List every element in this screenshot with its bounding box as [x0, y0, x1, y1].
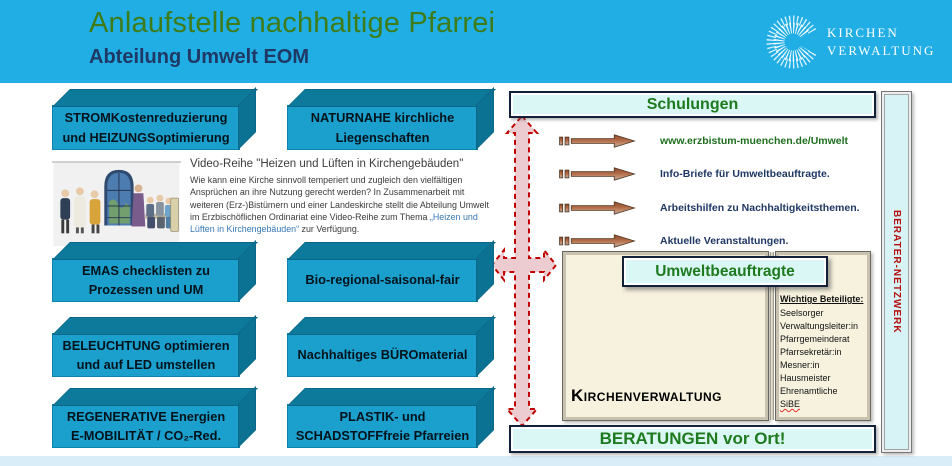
right-arrow-icon: [559, 167, 636, 182]
berater-netzwerk-strip: BERATER-NETZWERK: [881, 91, 912, 453]
video-title: Video-Reihe "Heizen und Lüften in Kirche…: [190, 158, 464, 170]
exchange-arrow: [490, 114, 558, 428]
umweltbeauftragte-box: Umweltbeauftragte: [622, 256, 828, 287]
right-arrow-icon: [559, 234, 636, 249]
link-row-website: www.erzbistum-muenchen.de/Umwelt: [558, 124, 878, 158]
topic-box-bio: Bio-regional-saisonal-fair: [287, 258, 478, 302]
beteiligte-list: Wichtige Beteiligte: Seelsorger Verwaltu…: [780, 293, 868, 411]
list-item: Pfarrsekretär:in: [780, 347, 842, 357]
page-title: Anlaufstelle nachhaltige Pfarrei: [89, 7, 496, 39]
right-arrow-icon: [559, 133, 636, 148]
schulungen-links: www.erzbistum-muenchen.de/Umwelt Info-Br…: [558, 124, 878, 258]
schulungen-label: Schulungen: [646, 95, 739, 113]
schulungen-box: Schulungen: [509, 91, 876, 118]
topic-box-buero: Nachhaltiges BÜROmaterial: [287, 333, 478, 377]
list-item-sibe: SiBE: [780, 399, 801, 409]
link-row-infobriefe: Info-Briefe für Umweltbeauftragte.: [558, 158, 878, 192]
beratungen-label: BERATUNGEN vor Ort!: [599, 429, 786, 448]
list-item: Seelsorger: [780, 308, 824, 318]
bottom-strip: [0, 456, 952, 466]
list-item: Verwaltungsleiter:in: [780, 321, 859, 331]
umweltbeauftragte-label: Umweltbeauftragte: [655, 262, 795, 280]
logo-wordmark: KIRCHEN VERWALTUNG: [827, 24, 936, 58]
video-link[interactable]: „Heizen und Lüften in Kirchengebäuden“: [190, 211, 478, 235]
panel-fold-divider: [770, 252, 774, 420]
list-item: Ehrenamtliche: [780, 386, 838, 396]
header-banner: Anlaufstelle nachhaltige Pfarrei Abteilu…: [0, 0, 952, 83]
video-section: Video-Reihe "Heizen und Lüften in Kirche…: [190, 158, 493, 235]
infobriefe-label: Info-Briefe für Umweltbeauftragte.: [660, 168, 830, 181]
list-item: Hausmeister: [780, 373, 831, 383]
video-illustration[interactable]: [52, 161, 181, 246]
right-arrow-icon: [559, 200, 636, 215]
kirchenverwaltung-logo: KIRCHEN VERWALTUNG: [763, 3, 945, 80]
page-subtitle: Abteilung Umwelt EOM: [89, 46, 309, 68]
link-row-arbeitshilfen: Arbeitshilfen zu Nachhaltigkeitsthemen.: [558, 191, 878, 225]
beratungen-box: BERATUNGEN vor Ort!: [509, 425, 876, 453]
beteiligte-title: Wichtige Beteiligte:: [780, 294, 864, 304]
link-row-veranstaltungen: Aktuelle Veranstaltungen.: [558, 225, 878, 259]
list-item: Pfarrgemeinderat: [780, 334, 850, 344]
berater-netzwerk-label: BERATER-NETZWERK: [891, 210, 902, 334]
sunburst-icon: [766, 15, 825, 68]
kirchenverwaltung-label: Kirchenverwaltung: [571, 386, 723, 405]
list-item: Mesner:in: [780, 360, 820, 370]
video-description: Wie kann eine Kirche sinnvoll temperiert…: [190, 175, 489, 235]
veranstaltungen-label: Aktuelle Veranstaltungen.: [660, 235, 789, 248]
arbeitshilfen-label: Arbeitshilfen zu Nachhaltigkeitsthemen.: [660, 201, 860, 214]
umwelt-url-link[interactable]: www.erzbistum-muenchen.de/Umwelt: [660, 134, 849, 147]
